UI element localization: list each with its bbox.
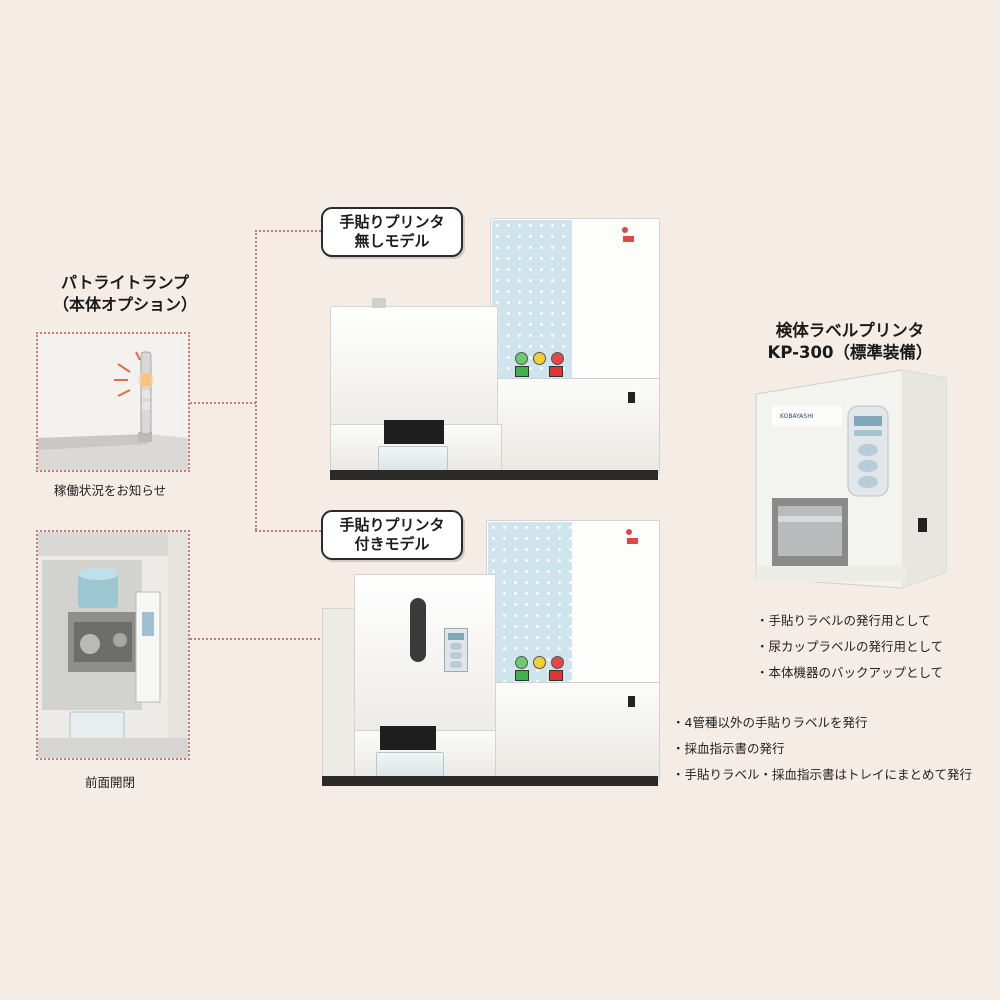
kp300-printer: KOBAYASHI <box>752 366 948 596</box>
connector-top <box>255 230 321 232</box>
lamp-title-line1: パトライトランプ <box>60 273 189 292</box>
kp300-title-line1: 検体ラベルプリンタ <box>775 321 925 340</box>
machine1-yellow-lamp <box>533 352 546 365</box>
with-model-bullets: ・4管種以外の手貼りラベルを発行 ・採血指示書の発行 ・手貼りラベル・採血指示書… <box>672 710 972 788</box>
machine1-power-switch <box>628 392 635 403</box>
machine2-yellow-lamp <box>533 656 546 669</box>
lamp-photo <box>38 334 188 470</box>
lamp-photo-frame <box>36 332 190 472</box>
machine1-start-button <box>515 366 529 377</box>
machine1-output-slot <box>384 420 444 444</box>
with-model-bullet-item: ・4管種以外の手貼りラベルを発行 <box>672 715 868 730</box>
machine1-stop-button <box>549 366 563 377</box>
kp300-bullet-item: ・尿カップラベルの発行用として <box>756 639 944 654</box>
machine1-green-lamp <box>515 352 528 365</box>
model-without-label: 手貼りプリンタ 無しモデル <box>321 207 463 257</box>
machine2-red-lamp <box>551 656 564 669</box>
model-without-line2: 無しモデル <box>354 232 430 250</box>
connector-lamp <box>190 402 256 404</box>
kp300-title: 検体ラベルプリンタ KP-300（標準装備） <box>745 320 955 364</box>
machine1-left-cover <box>330 306 498 432</box>
front-caption: 前面開閉 <box>84 775 135 790</box>
kp300-bullet-item: ・手貼りラベルの発行用として <box>756 613 931 628</box>
model-with-line2: 付きモデル <box>354 535 430 553</box>
kp300-bullet-item: ・本体機器のバックアップとして <box>756 665 944 680</box>
machine1-plinth <box>330 470 658 480</box>
with-model-bullet-item: ・手貼りラベル・採血指示書はトレイにまとめて発行 <box>672 767 973 782</box>
machine2-printer-display <box>444 628 468 672</box>
model-with-line1: 手貼りプリンタ <box>339 516 445 534</box>
front-photo <box>38 532 188 758</box>
model-without-line1: 手貼りプリンタ <box>339 213 445 231</box>
front-photo-frame <box>36 530 190 760</box>
connector-bottom <box>255 530 321 532</box>
machine1-top-nozzle <box>372 298 386 308</box>
machine2-power-switch <box>628 696 635 707</box>
with-model-bullet-item: ・採血指示書の発行 <box>672 741 785 756</box>
kp300-title-line2: KP-300（標準装備） <box>767 343 933 362</box>
machine1-red-lamp <box>551 352 564 365</box>
machine-without-printer <box>320 214 660 490</box>
machine2-stop-button <box>549 670 563 681</box>
machine2-start-button <box>515 670 529 681</box>
lamp-caption: 稼働状況をお知らせ <box>53 483 167 498</box>
kp300-bullets: ・手貼りラベルの発行用として ・尿カップラベルの発行用として ・本体機器のバック… <box>756 608 943 686</box>
model-with-label: 手貼りプリンタ 付きモデル <box>321 510 463 560</box>
machine2-green-lamp <box>515 656 528 669</box>
lamp-title: パトライトランプ （本体オプション） <box>30 272 220 316</box>
machine1-logo-icon <box>620 224 634 250</box>
connector-vertical <box>255 230 257 530</box>
machine2-logo-icon <box>624 526 638 552</box>
machine2-plinth <box>322 776 658 786</box>
connector-front <box>190 638 360 640</box>
machine2-output-slot <box>380 726 436 750</box>
machine2-cover-handle <box>410 598 426 662</box>
svg-text:KOBAYASHI: KOBAYASHI <box>780 413 814 420</box>
machine-with-printer <box>320 518 660 794</box>
lamp-title-line2: （本体オプション） <box>52 295 197 314</box>
